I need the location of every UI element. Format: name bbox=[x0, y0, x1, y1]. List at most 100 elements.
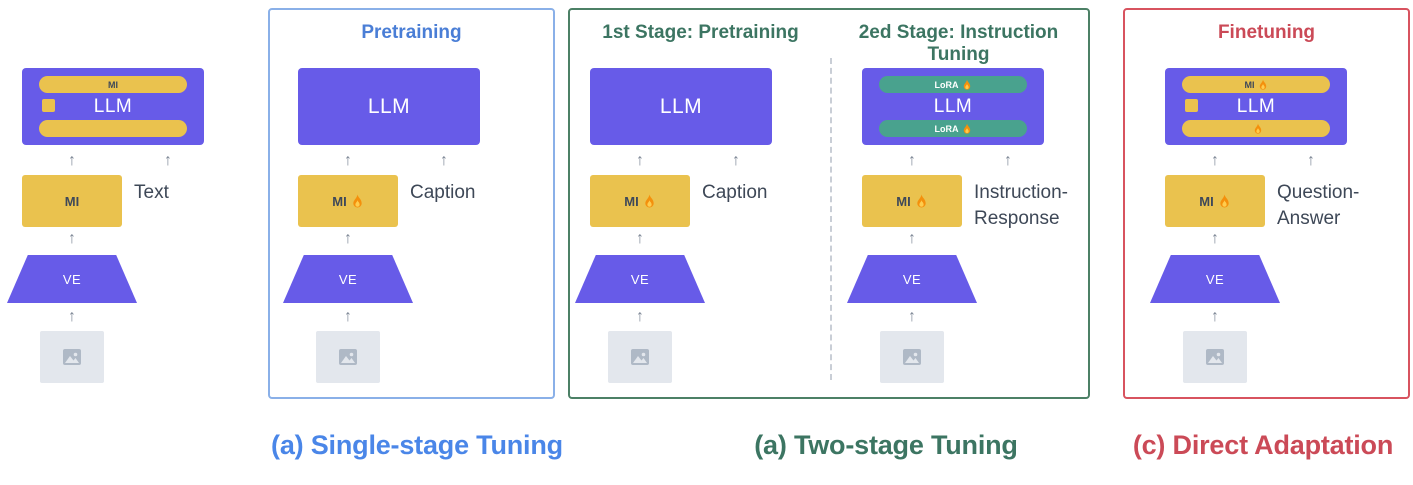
llm-block: LLM bbox=[590, 68, 772, 145]
panel-title-stage2: 2ed Stage: Instruction Tuning bbox=[858, 22, 1059, 65]
panel-title: Pretraining bbox=[361, 22, 462, 43]
stage1-model-stack: LLM ↑ ↑ MI Caption ↑ VE ↑ bbox=[564, 68, 794, 386]
ve-label: VE bbox=[1205, 271, 1225, 287]
arrow-up-icon: ↑ bbox=[68, 152, 76, 169]
pill-label: MI bbox=[108, 79, 118, 90]
arrow-up-icon: ↑ bbox=[636, 230, 644, 247]
panel-direct-adaptation: Finetuning MI LLM bbox=[1123, 8, 1410, 399]
arrow-up-icon: ↑ bbox=[1307, 152, 1315, 169]
caption-single-stage-tuning: (a) Single-stage Tuning bbox=[271, 430, 563, 460]
arrow-up-icon: ↑ bbox=[636, 152, 644, 169]
panel-title-stage1: 1st Stage: Pretraining bbox=[602, 22, 799, 43]
arrow-up-icon: ↑ bbox=[344, 308, 352, 325]
fire-icon bbox=[1254, 123, 1261, 134]
llm-block: MI LLM bbox=[22, 68, 204, 145]
input-type-label: Question- Answer bbox=[1277, 180, 1377, 232]
stage-divider bbox=[830, 58, 832, 380]
mi-block: MI bbox=[862, 175, 962, 227]
legend-model-stack: MI LLM ↑ ↑ MI Text ↑ VE ↑ bbox=[0, 68, 226, 386]
llm-label: LLM bbox=[367, 94, 411, 118]
adapter-pill-bottom bbox=[39, 120, 187, 137]
image-input-box bbox=[316, 331, 380, 383]
lora-adapter-pill: LoRA bbox=[879, 120, 1027, 137]
input-type-label: Text bbox=[134, 180, 234, 206]
arrow-up-icon: ↑ bbox=[908, 308, 916, 325]
input-label-line1: Caption bbox=[702, 182, 768, 203]
mi-block: MI bbox=[590, 175, 690, 227]
fire-icon bbox=[917, 194, 926, 208]
llm-label: LLM bbox=[933, 96, 973, 117]
image-input-box bbox=[608, 331, 672, 383]
arrow-up-icon: ↑ bbox=[908, 152, 916, 169]
image-icon bbox=[903, 349, 921, 365]
vision-encoder-block: VE bbox=[1150, 255, 1280, 303]
input-label-line1: Instruction- bbox=[974, 182, 1068, 203]
arrow-up-icon: ↑ bbox=[1004, 152, 1012, 169]
image-input-box bbox=[40, 331, 104, 383]
ve-label: VE bbox=[62, 271, 82, 287]
image-icon bbox=[1206, 349, 1224, 365]
input-type-label: Caption bbox=[410, 180, 510, 206]
token-square bbox=[42, 99, 55, 112]
input-label-line2: Response bbox=[974, 208, 1060, 229]
arrow-up-icon: ↑ bbox=[1211, 230, 1219, 247]
mi-label: MI bbox=[64, 193, 80, 209]
mi-adapter-pill: MI bbox=[39, 76, 187, 93]
arrow-up-icon: ↑ bbox=[164, 152, 172, 169]
adapter-pill-bottom bbox=[1182, 120, 1330, 137]
pill-label: MI bbox=[1244, 79, 1255, 90]
image-input-box bbox=[1183, 331, 1247, 383]
fire-icon bbox=[1259, 79, 1266, 90]
pill-label: LoRA bbox=[934, 79, 959, 90]
lora-adapter-pill: LoRA bbox=[879, 76, 1027, 93]
image-input-box bbox=[880, 331, 944, 383]
arrow-up-icon: ↑ bbox=[344, 152, 352, 169]
mi-adapter-pill: MI bbox=[1182, 76, 1330, 93]
caption-two-stage-tuning: (a) Two-stage Tuning bbox=[754, 430, 1018, 460]
arrow-up-icon: ↑ bbox=[1211, 152, 1219, 169]
arrow-up-icon: ↑ bbox=[908, 230, 916, 247]
mi-label: MI bbox=[896, 193, 911, 209]
ve-label: VE bbox=[338, 271, 358, 287]
mi-label: MI bbox=[1199, 193, 1214, 209]
input-label-line1: Caption bbox=[410, 182, 476, 203]
input-label-line1: Text bbox=[134, 182, 169, 203]
arrow-up-icon: ↑ bbox=[68, 308, 76, 325]
input-type-label: Instruction- Response bbox=[974, 180, 1074, 232]
llm-block: LoRA LLM LoRA bbox=[862, 68, 1044, 145]
panel-title: Finetuning bbox=[1217, 22, 1316, 43]
arrow-up-icon: ↑ bbox=[732, 152, 740, 169]
input-label-line1: Question- bbox=[1277, 182, 1360, 203]
llm-block: MI LLM bbox=[1165, 68, 1347, 145]
fire-icon bbox=[645, 194, 654, 208]
vision-encoder-block: VE bbox=[283, 255, 413, 303]
arrow-up-icon: ↑ bbox=[636, 308, 644, 325]
llm-block: LLM bbox=[298, 68, 480, 145]
input-label-line2: Answer bbox=[1277, 208, 1341, 229]
pretraining-model-stack: LLM ↑ ↑ MI Caption ↑ VE ↑ bbox=[272, 68, 502, 386]
llm-label: LLM bbox=[1236, 96, 1276, 117]
mi-block: MI bbox=[22, 175, 122, 227]
image-icon bbox=[631, 349, 649, 365]
mi-label: MI bbox=[332, 193, 347, 209]
ve-label: VE bbox=[902, 271, 922, 287]
image-icon bbox=[63, 349, 81, 365]
input-type-label: Caption bbox=[702, 180, 802, 206]
arrow-up-icon: ↑ bbox=[440, 152, 448, 169]
arrow-up-icon: ↑ bbox=[68, 230, 76, 247]
fire-icon bbox=[963, 123, 970, 134]
arrow-up-icon: ↑ bbox=[1211, 308, 1219, 325]
vision-encoder-block: VE bbox=[575, 255, 705, 303]
mi-label: MI bbox=[624, 193, 639, 209]
llm-label: LLM bbox=[93, 96, 133, 117]
fire-icon bbox=[353, 194, 362, 208]
pill-label: LoRA bbox=[934, 123, 959, 134]
caption-direct-adaptation: (c) Direct Adaptation bbox=[1132, 430, 1394, 460]
image-icon bbox=[339, 349, 357, 365]
ve-label: VE bbox=[630, 271, 650, 287]
mi-block: MI bbox=[298, 175, 398, 227]
panel-two-stage-tuning: 1st Stage: Pretraining 2ed Stage: Instru… bbox=[568, 8, 1090, 399]
llm-label: LLM bbox=[659, 94, 703, 118]
stage2-model-stack: LoRA LLM LoRA ↑ ↑ MI bbox=[836, 68, 1068, 386]
